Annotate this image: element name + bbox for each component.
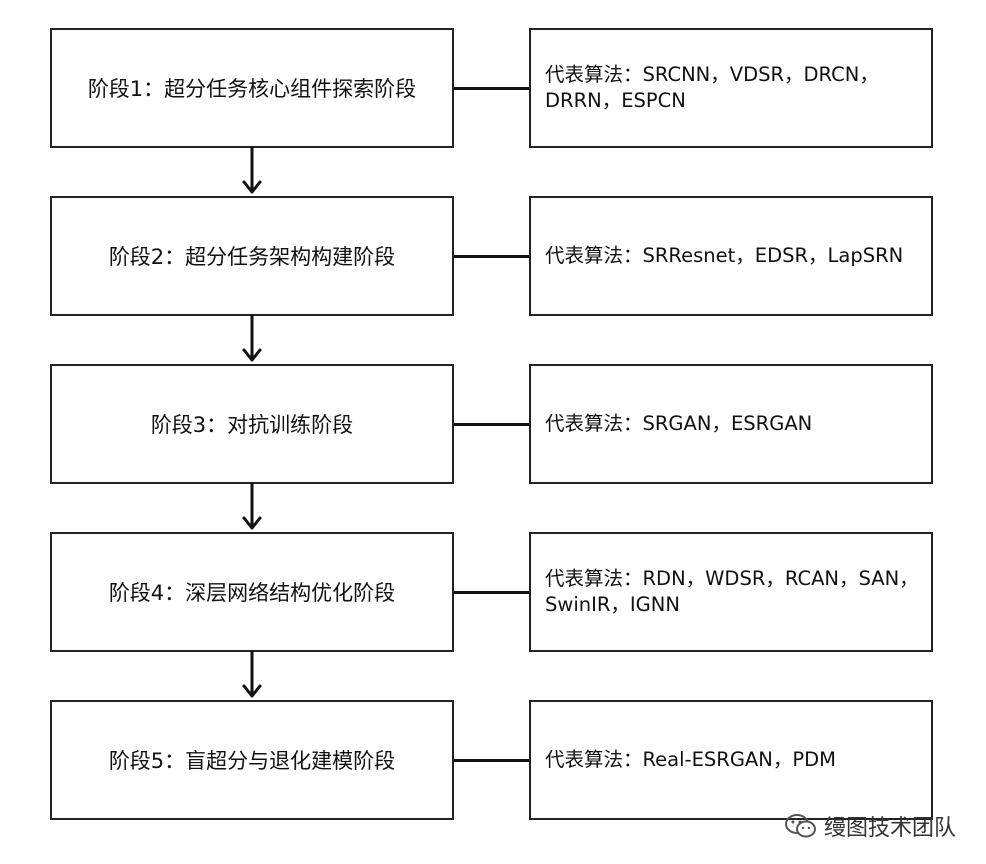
stage-3-algorithms: 代表算法：SRGAN，ESRGAN bbox=[545, 412, 813, 435]
down-arrow-4 bbox=[242, 650, 262, 698]
stage-1-algorithms-box: 代表算法：SRCNN，VDSR，DRCN，DRRN，ESPCN bbox=[529, 28, 933, 148]
stage-2-label: 阶段2：超分任务架构构建阶段 bbox=[108, 245, 396, 269]
stage-3-algorithms-box: 代表算法：SRGAN，ESRGAN bbox=[529, 364, 933, 484]
stage-3-label: 阶段3：对抗训练阶段 bbox=[150, 413, 354, 437]
stage-4-algorithms: 代表算法：RDN，WDSR，RCAN，SAN，SwinIR，IGNN bbox=[545, 567, 919, 616]
stage-3-connector bbox=[454, 423, 529, 426]
down-arrow-2 bbox=[242, 314, 262, 362]
stage-5-label: 阶段5：盲超分与退化建模阶段 bbox=[108, 749, 396, 773]
stage-1-algorithms: 代表算法：SRCNN，VDSR，DRCN，DRRN，ESPCN bbox=[545, 63, 879, 112]
watermark: 缦图技术团队 bbox=[784, 810, 956, 842]
stage-4-box: 阶段4：深层网络结构优化阶段 bbox=[50, 532, 454, 652]
stage-4-algorithms-box: 代表算法：RDN，WDSR，RCAN，SAN，SwinIR，IGNN bbox=[529, 532, 933, 652]
stage-2-algorithms-box: 代表算法：SRResnet，EDSR，LapSRN bbox=[529, 196, 933, 316]
stage-4-label: 阶段4：深层网络结构优化阶段 bbox=[108, 581, 396, 605]
stage-1-label: 阶段1：超分任务核心组件探索阶段 bbox=[87, 77, 417, 101]
stage-2-algorithms: 代表算法：SRResnet，EDSR，LapSRN bbox=[545, 244, 904, 267]
stage-3-box: 阶段3：对抗训练阶段 bbox=[50, 364, 454, 484]
wechat-icon bbox=[784, 814, 816, 838]
stage-5-connector bbox=[454, 759, 529, 762]
stage-5-algorithms: 代表算法：Real-ESRGAN，PDM bbox=[545, 748, 836, 771]
stage-4-connector bbox=[454, 591, 529, 594]
down-arrow-3 bbox=[242, 482, 262, 530]
down-arrow-1 bbox=[242, 146, 262, 194]
watermark-text: 缦图技术团队 bbox=[823, 816, 956, 841]
stage-5-box: 阶段5：盲超分与退化建模阶段 bbox=[50, 700, 454, 820]
stage-2-connector bbox=[454, 255, 529, 258]
stage-1-connector bbox=[454, 87, 529, 90]
stage-1-box: 阶段1：超分任务核心组件探索阶段 bbox=[50, 28, 454, 148]
stage-5-algorithms-box: 代表算法：Real-ESRGAN，PDM bbox=[529, 700, 933, 820]
stage-2-box: 阶段2：超分任务架构构建阶段 bbox=[50, 196, 454, 316]
